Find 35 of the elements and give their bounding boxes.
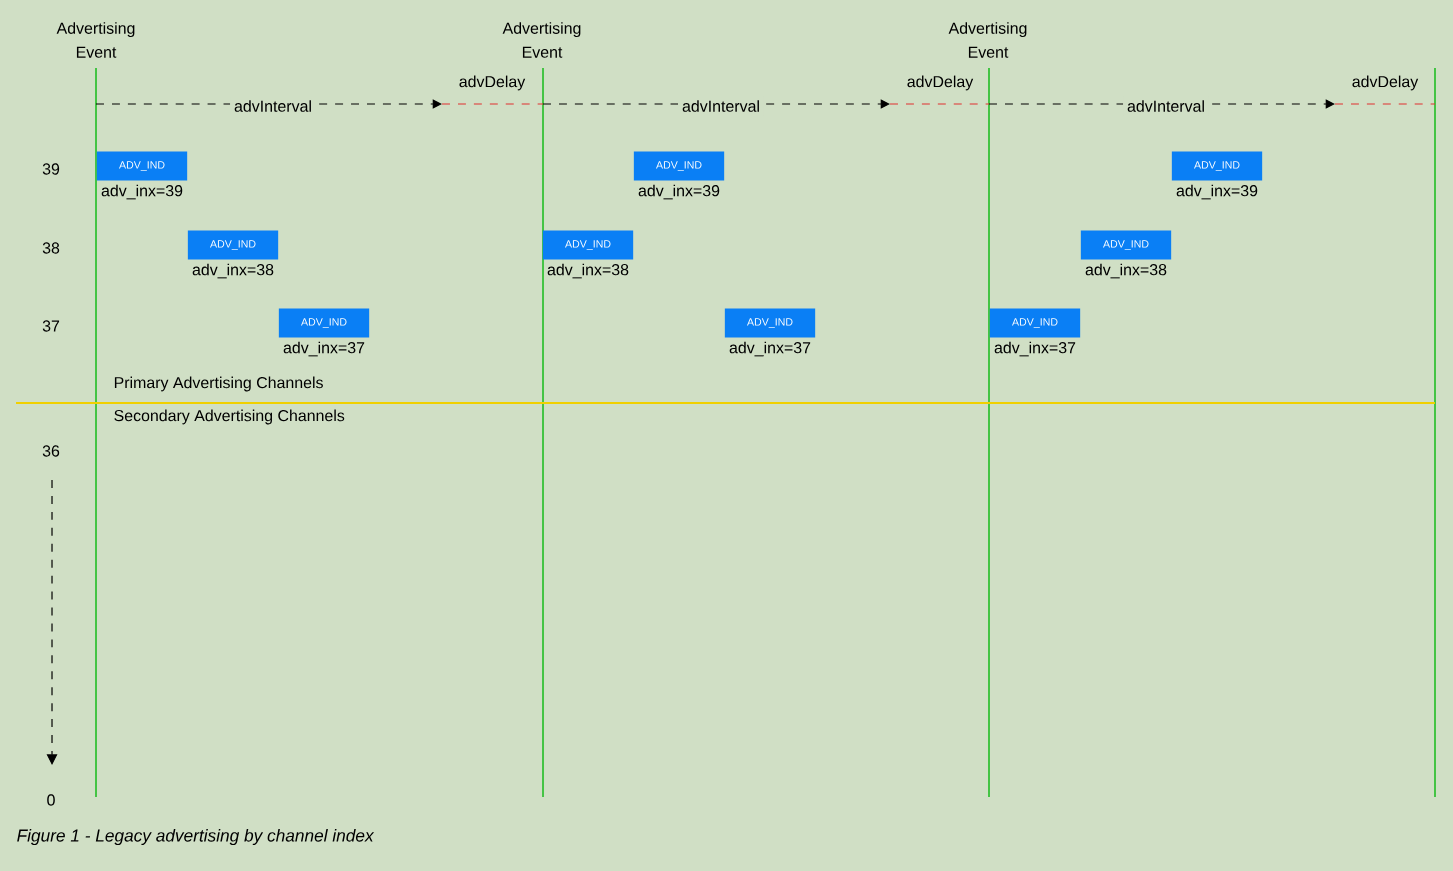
packet-index-label: adv_inx=37 (994, 341, 1076, 357)
packet-box: ADV_IND (724, 308, 816, 338)
channel-number: 38 (42, 242, 60, 254)
packet-index-label: adv_inx=38 (1085, 263, 1167, 279)
packet-box: ADV_IND (633, 151, 725, 181)
region-label: Secondary Advertising Channels (114, 409, 345, 425)
packet-index-label: adv_inx=37 (283, 341, 365, 357)
packet-box: ADV_IND (278, 308, 370, 338)
interval-label: advInterval (1123, 96, 1209, 116)
delay-label: advDelay (459, 75, 526, 91)
packet-index-label: adv_inx=38 (547, 263, 629, 279)
channel-number: 39 (42, 163, 60, 175)
packet-box: ADV_IND (1171, 151, 1263, 181)
packet-index-label: adv_inx=38 (192, 263, 274, 279)
figure-caption: Figure 1 - Legacy advertising by channel index (17, 828, 375, 846)
packet-index-label: adv_inx=39 (1176, 184, 1258, 200)
packet-index-label: adv_inx=39 (638, 184, 720, 200)
packet-box: ADV_IND (187, 230, 279, 260)
channel-number: 36 (42, 445, 60, 457)
event-label: Advertising Event (56, 22, 135, 58)
interval-label: advInterval (230, 96, 316, 116)
delay-label: advDelay (907, 75, 974, 91)
packet-box: ADV_IND (989, 308, 1081, 338)
channel-number: 0 (47, 794, 55, 806)
region-label: Primary Advertising Channels (114, 376, 323, 392)
delay-label: advDelay (1352, 75, 1419, 91)
packet-box: ADV_IND (96, 151, 188, 181)
packet-index-label: adv_inx=39 (101, 184, 183, 200)
packet-box: ADV_IND (1080, 230, 1172, 260)
event-label: Advertising Event (502, 22, 581, 58)
packet-box: ADV_IND (542, 230, 634, 260)
interval-label: advInterval (678, 96, 764, 116)
event-label: Advertising Event (948, 22, 1027, 58)
channel-number: 37 (42, 320, 60, 332)
packet-index-label: adv_inx=37 (729, 341, 811, 357)
